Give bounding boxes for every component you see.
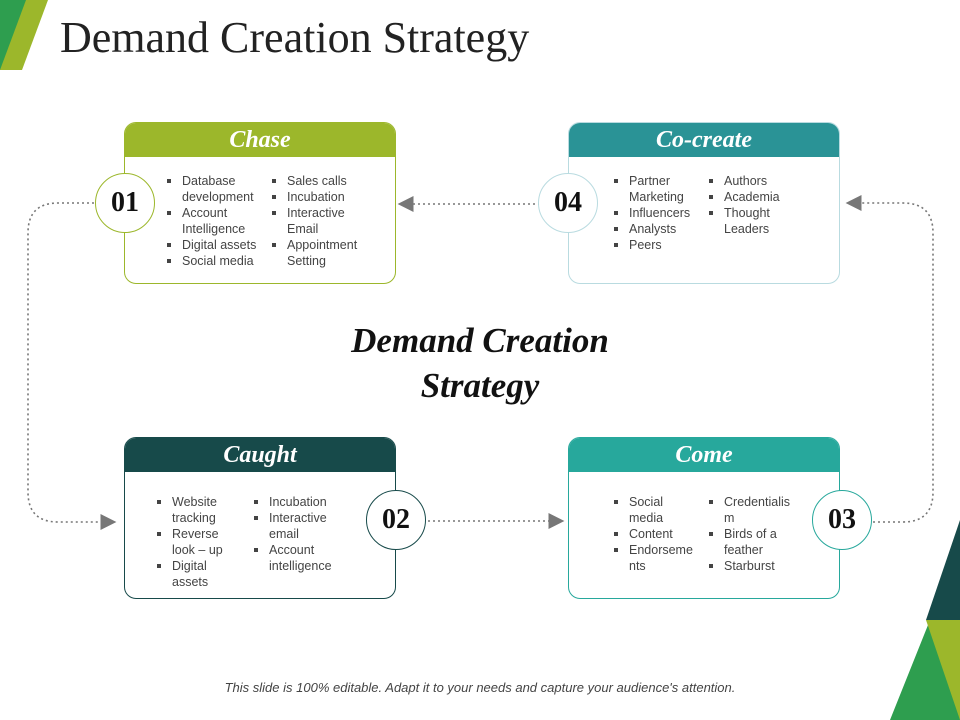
- bullet-item: Setting: [287, 254, 326, 268]
- bullet-item: Credentialis: [707, 494, 790, 510]
- bullet-item: Intelligence: [182, 222, 246, 236]
- bullet-item: Email: [287, 222, 319, 236]
- slide-title: Demand Creation Strategy: [60, 13, 530, 62]
- bullet-item: Account: [252, 542, 332, 558]
- bottom-right-triangle-dark: [926, 520, 960, 620]
- bullet-item: Thought: [707, 205, 780, 221]
- bullet-item: Social media: [165, 253, 256, 269]
- bullet-item: Sales calls: [270, 173, 357, 189]
- bullet-item: Website: [155, 494, 223, 510]
- bullet-item: tracking: [172, 511, 216, 525]
- bullet-item: Birds of a: [707, 526, 790, 542]
- bullet-item: Starburst: [707, 558, 790, 574]
- bullet-item: look – up: [172, 543, 223, 557]
- bullet-item: m: [724, 511, 735, 525]
- card-caught-header: Caught: [125, 438, 395, 472]
- bullet-item: feather: [724, 543, 763, 557]
- bullet-item: Appointment: [270, 237, 357, 253]
- bullet-item: intelligence: [269, 559, 332, 573]
- bullet-item: Social: [612, 494, 693, 510]
- bullet-item: Account: [165, 205, 256, 221]
- step-number-04: 04: [538, 173, 598, 233]
- bullet-item: email: [269, 527, 299, 541]
- bullet-item: Interactive: [270, 205, 357, 221]
- bullet-item: Authors: [707, 173, 780, 189]
- connector-01-to-02: [27, 202, 117, 530]
- bottom-right-triangle-light: [926, 620, 960, 720]
- bullet-item: Partner: [612, 173, 690, 189]
- connector-03-to-04: [845, 195, 934, 523]
- bullet-item: Database: [165, 173, 256, 189]
- bullet-item: assets: [172, 575, 209, 589]
- top-left-triangle-dark: [0, 0, 26, 70]
- center-title-line1: Demand Creation: [351, 321, 609, 360]
- bullet-item: Leaders: [724, 222, 770, 236]
- bullet-item: Content: [612, 526, 693, 542]
- bullet-item: media: [629, 511, 664, 525]
- bullet-item: Digital assets: [165, 237, 256, 253]
- bullet-item: Influencers: [612, 205, 690, 221]
- card-chase-header: Chase: [125, 123, 395, 157]
- step-number-01: 01: [95, 173, 155, 233]
- bullet-item: Academia: [707, 189, 780, 205]
- bullet-item: Reverse: [155, 526, 223, 542]
- bullet-item: Digital: [155, 558, 223, 574]
- bullet-item: Incubation: [252, 494, 332, 510]
- bullet-item: Analysts: [612, 221, 690, 237]
- card-come-header: Come: [569, 438, 839, 472]
- step-number-03: 03: [812, 490, 872, 550]
- step-number-02: 02: [366, 490, 426, 550]
- bullet-item: Marketing: [629, 190, 684, 204]
- card-cocreate-header: Co-create: [569, 123, 839, 157]
- center-title: Demand Creation Strategy: [290, 318, 670, 408]
- footer-note: This slide is 100% editable. Adapt it to…: [224, 680, 736, 695]
- bullet-item: Peers: [612, 237, 690, 253]
- bullet-item: Incubation: [270, 189, 357, 205]
- bullet-item: Endorseme: [612, 542, 693, 558]
- bullet-item: development: [182, 190, 254, 204]
- bullet-item: nts: [629, 559, 646, 573]
- center-title-line2: Strategy: [420, 366, 540, 405]
- bullet-item: Interactive: [252, 510, 332, 526]
